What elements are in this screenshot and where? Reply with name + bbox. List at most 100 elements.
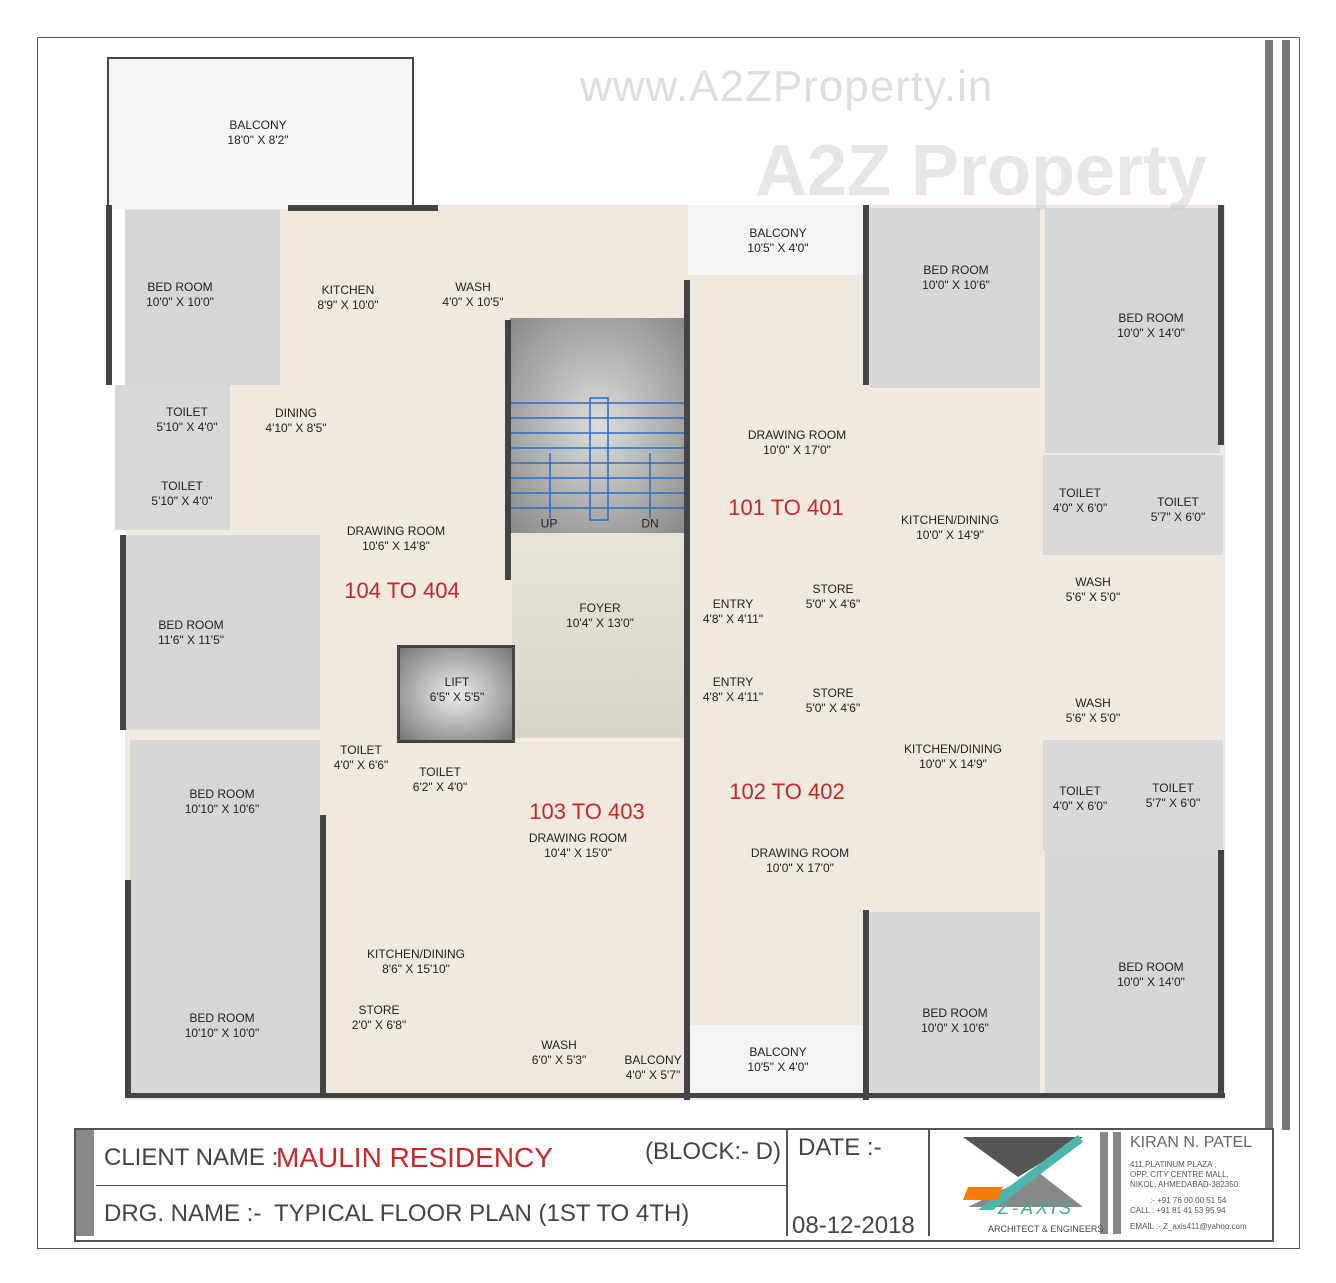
room-name: STORE [812, 582, 854, 596]
flat-number-label: 101 TO 401 [728, 495, 844, 520]
room-name: BALCONY [749, 226, 807, 240]
room-name: BALCONY [229, 118, 287, 132]
room-name: BED ROOM [189, 787, 255, 801]
wall [125, 1093, 1225, 1098]
bedroom-area [1045, 208, 1220, 453]
wall [320, 815, 326, 1095]
room-dimensions: 10'0" X 14'9" [916, 528, 984, 542]
watermark-url: www.A2ZProperty.in [580, 62, 994, 111]
room-name: TOILET [419, 765, 461, 779]
bedroom-area [125, 535, 320, 730]
room-dimensions: 4'0" X 6'6" [333, 758, 389, 772]
border-bar [1282, 40, 1290, 1130]
balcony-area [688, 1025, 863, 1095]
room-name: BED ROOM [922, 1006, 988, 1020]
room-name: LIFT [444, 675, 470, 689]
balcony-top [107, 57, 414, 209]
room-dimensions: 6'2" X 4'0" [412, 780, 468, 794]
wall [106, 205, 112, 385]
flat-number-label: 104 TO 404 [344, 578, 460, 603]
room-dimensions: 10'0" X 14'0" [1117, 326, 1185, 340]
bedroom-area [870, 208, 1040, 388]
room-dimensions: 5'0" X 4'6" [805, 701, 861, 715]
room-dimensions: 10'10" X 10'0" [184, 1026, 260, 1040]
toilet-area [1043, 455, 1223, 555]
date-label: DATE :- [798, 1134, 882, 1161]
room-dimensions: 6'0" X 5'3" [531, 1053, 587, 1067]
room-name: WASH [541, 1038, 577, 1052]
wall [863, 205, 869, 385]
room-name: DRAWING ROOM [747, 428, 847, 442]
room-dimensions: 18'0" X 8'2" [227, 133, 289, 147]
room-name: ENTRY [712, 597, 754, 611]
title-bar [1113, 1132, 1121, 1234]
wall [288, 205, 438, 211]
room-dimensions: 4'8" X 4'11" [702, 612, 764, 626]
room-dimensions: 4'0" X 5'7" [625, 1068, 681, 1082]
room-dimensions: 4'8" X 4'11" [702, 690, 764, 704]
title-bar [1100, 1132, 1108, 1234]
room-dimensions: 10'0" X 14'0" [1117, 975, 1185, 989]
room-name: WASH [1075, 696, 1111, 710]
room-name: TOILET [1152, 781, 1194, 795]
room-name: BED ROOM [1118, 311, 1184, 325]
room-dimensions: 4'0" X 6'0" [1052, 799, 1108, 813]
client-label: CLIENT NAME : [104, 1144, 279, 1171]
room-name: KITCHEN/DINING [903, 742, 1003, 756]
room-dimensions: 5'10" X 4'0" [156, 420, 218, 434]
room-name: DRAWING ROOM [346, 524, 446, 538]
room-dimensions: 10'5" X 4'0" [747, 241, 809, 255]
room-name: BALCONY [624, 1053, 682, 1067]
drawing-label: DRG. NAME :- [104, 1200, 262, 1227]
room-name: ENTRY [712, 675, 754, 689]
watermark-brand: A2Z Property [755, 131, 1208, 211]
date-value: 08-12-2018 [792, 1212, 915, 1239]
drawing-name: TYPICAL FLOOR PLAN (1ST TO 4TH) [274, 1200, 690, 1227]
room-name: STORE [358, 1003, 400, 1017]
block-label: (BLOCK:- D) [645, 1138, 782, 1165]
room-name: BED ROOM [189, 1011, 255, 1025]
room-name: KITCHEN [321, 283, 375, 297]
bedroom-area [125, 210, 280, 385]
room-name: STORE [812, 686, 854, 700]
room-dimensions: 5'6" X 5'0" [1065, 711, 1121, 725]
architect-name: KIRAN N. PATEL [1130, 1134, 1253, 1151]
room-name: TOILET [166, 405, 208, 419]
wall [125, 880, 131, 1095]
room-dimensions: 10'0" X 10'0" [146, 295, 214, 309]
room-dimensions: 5'6" X 5'0" [1065, 590, 1121, 604]
room-dimensions: 5'0" X 4'6" [805, 597, 861, 611]
room-dimensions: 10'10" X 10'6" [184, 802, 260, 816]
room-name: KITCHEN/DINING [900, 513, 1000, 527]
lift [397, 645, 515, 743]
address-line: 411,PLATINUM PLAZA , [1130, 1160, 1217, 1169]
address-line: OPP, CITY CENTRE MALL, [1130, 1170, 1229, 1179]
room-dimensions: 10'0" X 10'6" [921, 1021, 989, 1035]
toilet-area [115, 385, 230, 530]
phone-1: :- +91 76 00 00 51 54 [1150, 1196, 1227, 1205]
wall [1218, 205, 1224, 445]
architect-address: 411,PLATINUM PLAZA , OPP, CITY CENTRE MA… [1130, 1160, 1247, 1232]
room-name: BED ROOM [923, 263, 989, 277]
room-name: KITCHEN/DINING [366, 947, 466, 961]
wall [684, 280, 690, 1100]
